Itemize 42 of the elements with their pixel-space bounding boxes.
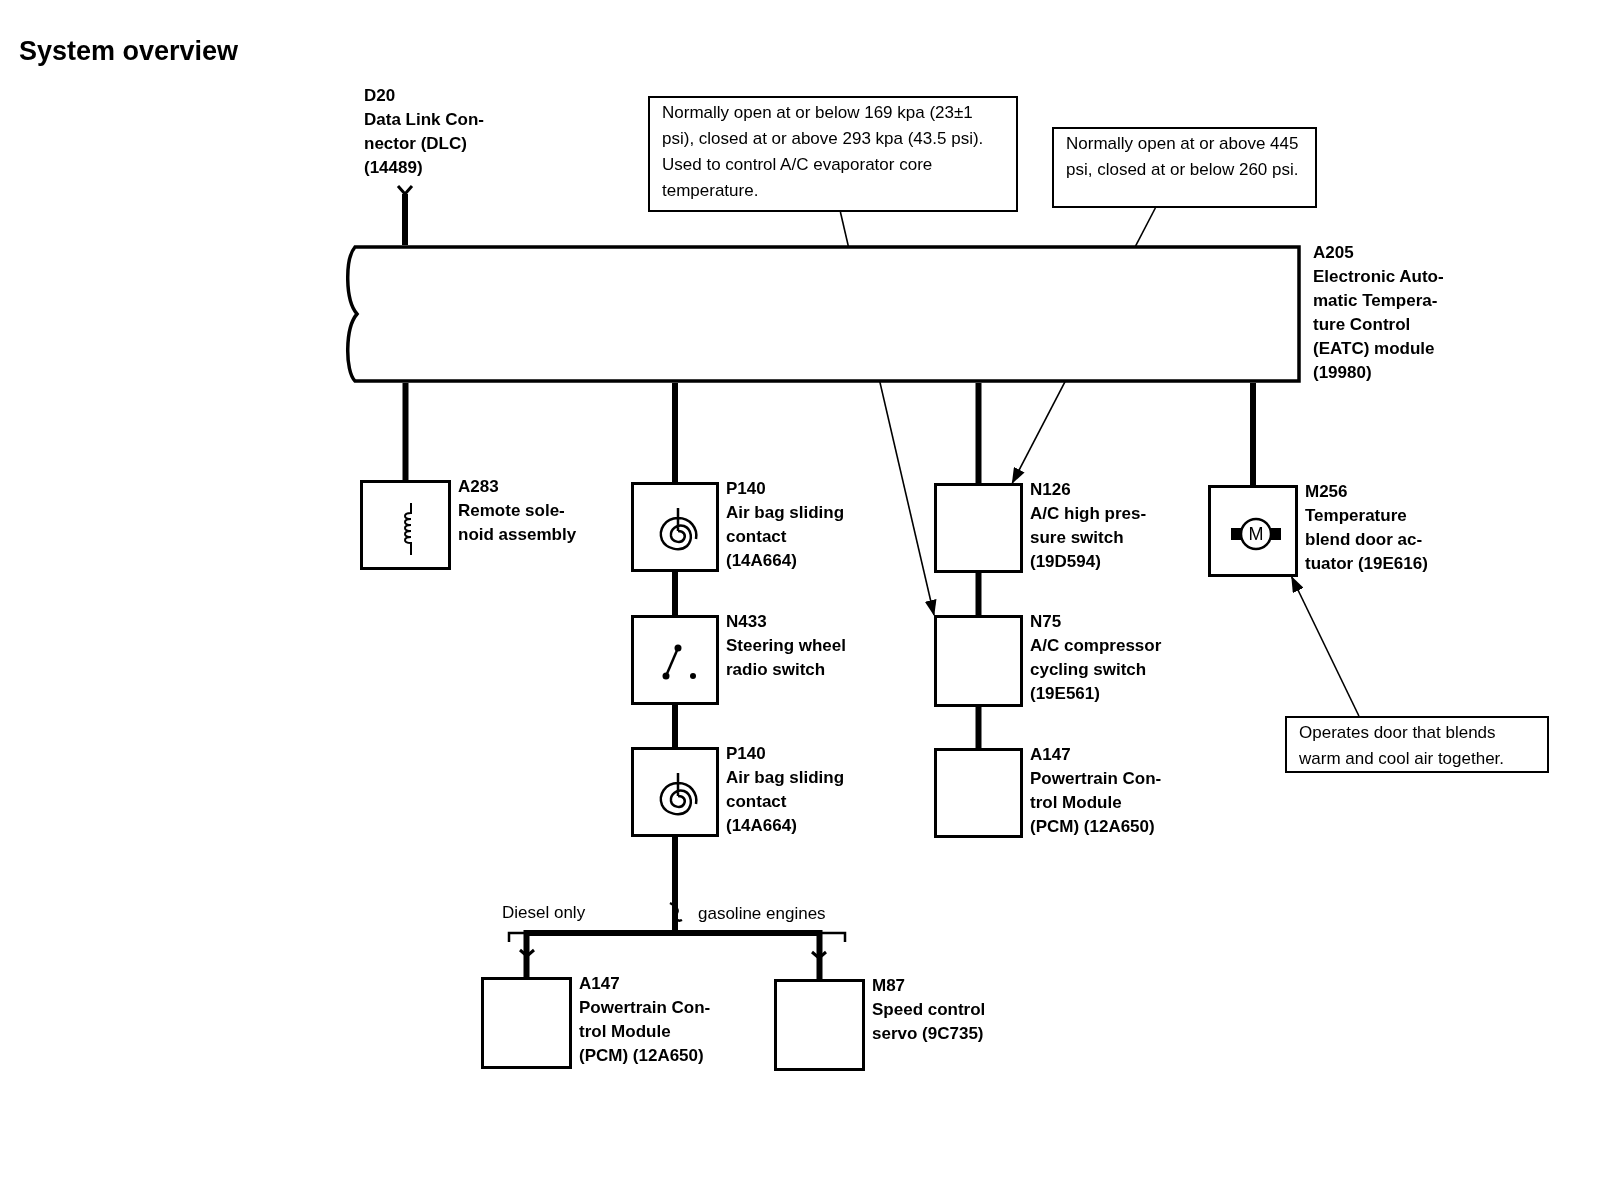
component-name: Powertrain Con- trol Module (PCM) (12A650) [579, 997, 712, 1067]
wire [672, 705, 678, 747]
component-code: N75 [1030, 611, 1062, 633]
component-name: Remote sole- noid assembly [458, 500, 578, 546]
wire [975, 707, 982, 748]
component-name: Air bag sliding contact (14A664) [726, 502, 846, 572]
component-code: A205 [1313, 242, 1354, 264]
wire [672, 383, 678, 482]
note-box [1052, 127, 1317, 208]
wire [672, 837, 823, 979]
wire [975, 383, 982, 483]
wire [402, 383, 409, 480]
component-code: M87 [872, 975, 906, 997]
component-name: Data Link Con- nector (DLC) (14489) [364, 109, 485, 179]
component-code: A147 [1030, 744, 1071, 766]
note-box [648, 96, 1018, 212]
component-name: Air bag sliding contact (14A664) [726, 767, 846, 837]
component-name: A/C high pres- sure switch (19D594) [1030, 503, 1148, 573]
note-text: Operates door that blends warm and cool air together. [1299, 722, 1506, 770]
component-code: P140 [726, 743, 766, 765]
component-code: A147 [579, 973, 620, 995]
component-code: N433 [726, 611, 767, 633]
wire [1250, 383, 1256, 485]
wire [396, 184, 414, 245]
note-text: Normally open at or below 169 kpa (23±1 psi), closed at or above 293 kpa (43.5 psi). Used to control A/C evaporator core temperature. [662, 102, 985, 202]
diagram-title: System overview [19, 35, 239, 68]
component-code: D20 [364, 85, 396, 107]
component-name: Powertrain Con- trol Module (PCM) (12A650) [1030, 768, 1163, 838]
leader-line [1290, 576, 1360, 717]
component-code: P140 [726, 478, 766, 500]
note-box [1285, 716, 1549, 773]
component-name: Steering wheel radio switch [726, 635, 847, 681]
component-name: Temperature blend door ac- tuator (19E616) [1305, 505, 1429, 575]
component-name: Speed control servo (9C735) [872, 999, 987, 1045]
component-code: M256 [1305, 481, 1348, 503]
component-code: A283 [458, 476, 499, 498]
wire [975, 573, 982, 615]
component-name: Electronic Auto- matic Tempera- ture Control (EATC) module (19980) [1313, 266, 1445, 384]
component-code: N126 [1030, 479, 1071, 501]
wire [672, 572, 678, 615]
note-text: Normally open at or above 445 psi, closed at or below 260 psi. [1066, 133, 1300, 181]
component-name: A/C compressor cycling switch (19E561) [1030, 635, 1162, 705]
